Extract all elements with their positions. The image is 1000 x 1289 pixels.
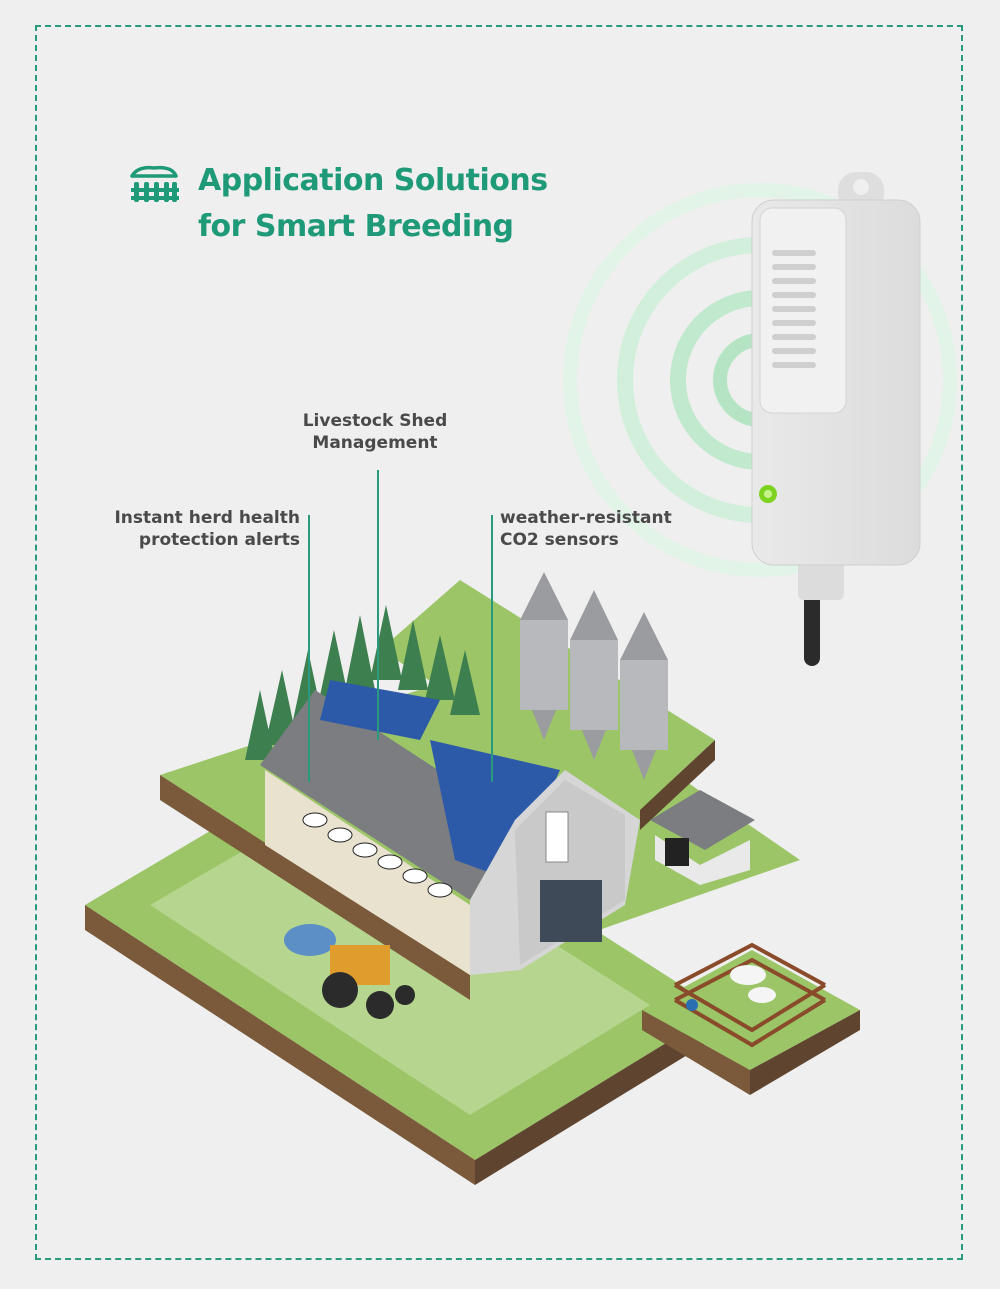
kennel bbox=[650, 790, 755, 885]
title-line-1: Application Solutions bbox=[198, 163, 548, 198]
callout-shed-line-2: Management bbox=[312, 433, 438, 453]
callout-co2-sensors: weather-resistant CO2 sensors bbox=[500, 507, 700, 551]
callout-herd-health: Instant herd health protection alerts bbox=[100, 507, 300, 551]
feed-silos bbox=[520, 572, 668, 780]
callout-shed-line-1: Livestock Shed bbox=[302, 411, 448, 431]
callout-herd-health-line-1: Instant herd health bbox=[114, 508, 300, 528]
callout-co2-line-2: CO2 sensors bbox=[500, 530, 619, 550]
dashed-frame bbox=[35, 25, 963, 1260]
page-title: Application Solutions for Smart Breeding bbox=[198, 158, 558, 250]
callout-herd-health-line-2: protection alerts bbox=[138, 530, 300, 550]
livestock-barn bbox=[260, 680, 640, 975]
barn-fence-icon bbox=[130, 165, 179, 202]
title-line-2: for Smart Breeding bbox=[198, 209, 514, 244]
callout-shed-management: Livestock Shed Management bbox=[290, 410, 460, 454]
cattle-pen-island bbox=[642, 942, 860, 1095]
callout-co2-line-1: weather-resistant bbox=[500, 508, 672, 528]
callout-lines bbox=[308, 470, 493, 782]
tractor bbox=[284, 924, 415, 1019]
co2-sensor-device bbox=[751, 172, 921, 666]
